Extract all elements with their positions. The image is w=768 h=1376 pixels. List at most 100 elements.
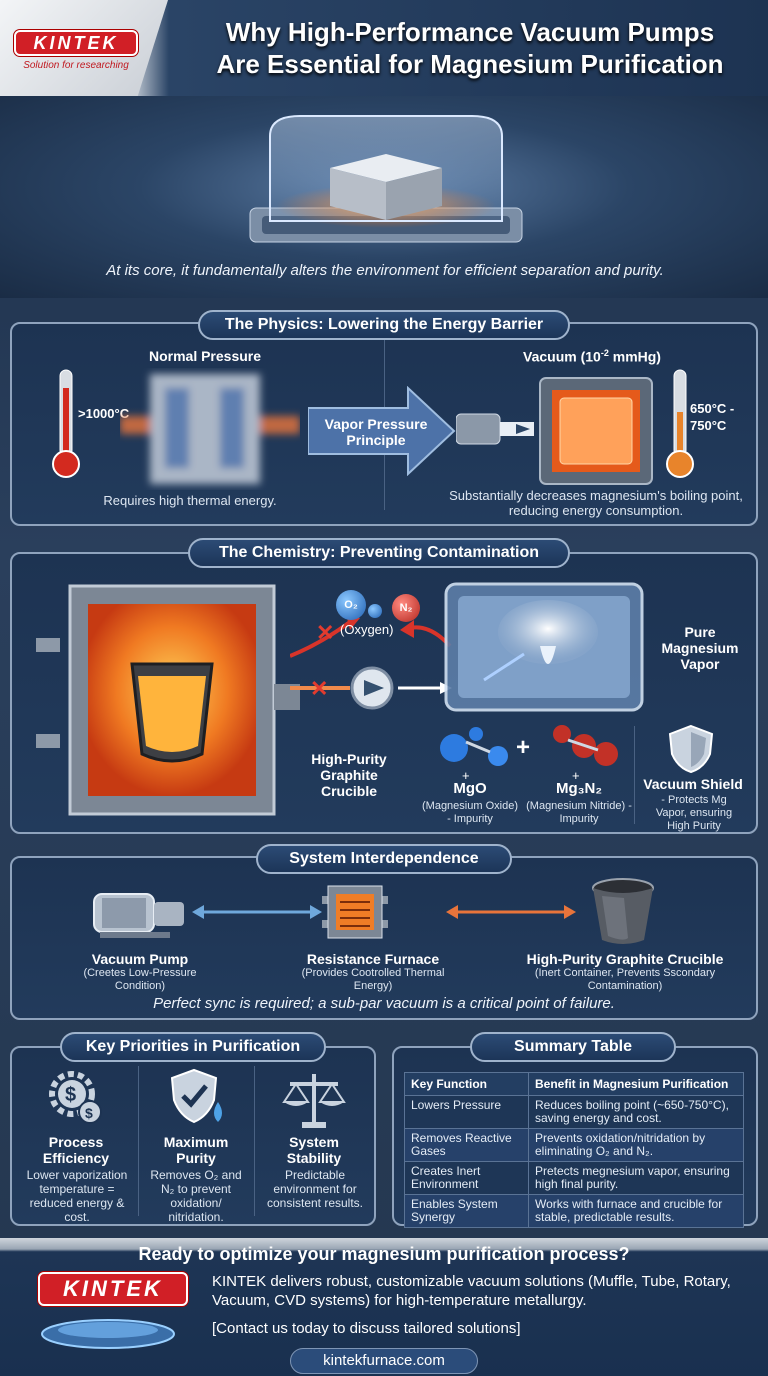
- table-cell: Removes Reactive Gases: [404, 1128, 529, 1162]
- mgo-formula: MgO: [453, 780, 487, 797]
- furnace-title: Resistance Furnace: [306, 951, 440, 967]
- system-title: System Interdependence: [256, 844, 512, 874]
- vacuum-furnace-illustration: [456, 377, 653, 485]
- page-title-line1: Why High-Performance Vacuum Pumps: [225, 17, 715, 47]
- vapor-chamber-illustration: [444, 582, 644, 712]
- mg3n2-plus: +: [572, 768, 580, 783]
- priority-desc-efficiency: Lower vaporization temperature = reduced…: [26, 1168, 128, 1224]
- chemistry-title: The Chemistry: Preventing Contamination: [188, 538, 570, 568]
- mg3n2-formula: Mg₃N₂: [555, 780, 603, 797]
- normal-temp: >1000°C: [78, 406, 130, 421]
- graphite-crucible-icon: [592, 878, 654, 944]
- table-row: Creates Inert Environment Pretects megne…: [404, 1161, 744, 1195]
- priority-desc-stability: Predictable environment for consistent r…: [266, 1168, 364, 1210]
- mgo-molecule-icon: [440, 727, 508, 766]
- normal-pressure-label: Normal Pressure: [148, 348, 262, 364]
- sync-arrow-right: [446, 905, 576, 919]
- n2-molecule-icon: N₂: [392, 594, 420, 622]
- table-row: Removes Reactive Gases Prevents oxidatio…: [404, 1128, 744, 1162]
- svg-text:$: $: [65, 1084, 76, 1106]
- priority-divider-1: [138, 1066, 139, 1216]
- website-link[interactable]: kintekfurnace.com: [290, 1348, 478, 1374]
- svg-text:$: $: [85, 1105, 93, 1121]
- logo-subtitle: Solution for researching: [23, 60, 129, 71]
- oxygen-label: (Oxygen): [340, 622, 394, 637]
- contact-link[interactable]: [Contact us today to discuss tailored so…: [212, 1320, 572, 1337]
- priority-title-purity: Maximum Purity: [163, 1134, 229, 1166]
- furnace-desc: (Provides Cootrolled Thermal Energy): [301, 967, 445, 992]
- summary-title: Summary Table: [470, 1032, 676, 1062]
- table-cell: Enables System Synergy: [404, 1194, 529, 1228]
- table-cell: Works with furnace and crucible for stab…: [528, 1194, 744, 1228]
- hero-tagline: At its core, it fundamentally alters the…: [106, 262, 664, 279]
- table-row: Enables System Synergy Works with furnac…: [404, 1194, 744, 1228]
- o2-molecule-icon: O₂: [336, 590, 366, 620]
- priority-divider-2: [254, 1066, 255, 1216]
- svg-text:✕: ✕: [310, 676, 328, 701]
- summary-table: Key Function Benefit in Magnesium Purifi…: [404, 1072, 744, 1228]
- priorities-title: Key Priorities in Purification: [60, 1032, 326, 1062]
- priority-desc-purity: Removes O₂ and N₂ to prevent oxidation/ …: [150, 1168, 242, 1224]
- svg-text:✕: ✕: [316, 620, 334, 645]
- table-header-row: Key Function Benefit in Magnesium Purifi…: [404, 1072, 744, 1096]
- table-row: Lowers Pressure Reduces boiling point (~…: [404, 1095, 744, 1129]
- resistance-furnace-icon: [322, 885, 388, 939]
- sync-arrow-left: [192, 905, 322, 919]
- shield-icon: [668, 724, 714, 774]
- mg3n2-desc: (Magnesium Nitride) - Impurity: [526, 800, 632, 825]
- mg3n2-molecule-icon: [553, 725, 618, 766]
- shield-title: Vacuum Shield: [643, 776, 743, 792]
- page-title-line2: Are Essential for Magnesium Purification: [216, 49, 724, 79]
- table-cell: Creates Inert Environment: [404, 1161, 529, 1195]
- vapor-pressure-label: Vapor Pressure Principle: [324, 416, 428, 448]
- o2-atom-icon: [368, 604, 382, 618]
- vapor-pressure-arrow-icon: [308, 386, 456, 476]
- gear-dollar-icon: $ $: [49, 1071, 102, 1124]
- hero-section: [0, 96, 768, 298]
- vacuum-unit: mmHg): [608, 348, 661, 365]
- vacuum-label: Vacuum (10-2 mmHg): [492, 348, 692, 365]
- priority-title-stability: System Stability: [286, 1134, 342, 1166]
- hot-thermometer-icon: [52, 369, 80, 478]
- plus-sign: +: [516, 734, 531, 761]
- vacuum-pump-icon: [93, 893, 184, 938]
- pump-desc: (Creetes Low-Pressure Condition): [83, 967, 197, 992]
- cta-heading: Ready to optimize your magnesium purific…: [138, 1244, 630, 1264]
- shield-divider: [634, 726, 635, 824]
- pure-vapor-label: Pure Magnesium Vapor: [661, 624, 739, 672]
- physics-title: The Physics: Lowering the Energy Barrier: [198, 310, 570, 340]
- mgo-plus: +: [462, 768, 470, 783]
- pedestal-glow: [41, 1319, 175, 1349]
- crucible-furnace-illustration: [36, 584, 300, 816]
- contact-text: Contact us today to discuss tailored sol…: [216, 1320, 517, 1337]
- cta-body: KINTEK delivers robust, customizable vac…: [212, 1273, 731, 1309]
- kintek-logo[interactable]: KINTEK: [14, 30, 138, 56]
- table-cell: Prevents oxidation/nitridation by elimin…: [528, 1128, 744, 1162]
- crucible-label: High-Purity Graphite Crucible: [311, 751, 387, 799]
- footer-kintek-logo[interactable]: KINTEK: [38, 1272, 188, 1306]
- scale-icon: [282, 1074, 346, 1128]
- page-title: Why High-Performance Vacuum Pumps Are Es…: [180, 16, 760, 80]
- blurred-furnace-illustration: [120, 374, 300, 484]
- mgo-desc: (Magnesium Oxide) - Impurity: [422, 800, 518, 825]
- contact-bracket-close: ]: [516, 1320, 521, 1337]
- priority-title-efficiency: Process Efficiency: [42, 1134, 110, 1166]
- system-note: Perfect sync is required; a sub-par vacu…: [153, 995, 615, 1012]
- shield-drop-icon: [170, 1068, 222, 1124]
- table-header: Benefit in Magnesium Purification: [528, 1072, 744, 1096]
- gas-flow-arrows: ✕ ✕: [290, 614, 452, 710]
- table-cell: Lowers Pressure: [404, 1095, 529, 1129]
- crucible-title: High-Purity Graphite Crucible: [526, 951, 724, 967]
- contact-bracket-open: [: [212, 1320, 217, 1337]
- vacuum-temp: 650°C - 750°C: [690, 401, 735, 433]
- table-cell: Reduces boiling point (~650-750°C), savi…: [528, 1095, 744, 1129]
- table-header: Key Function: [404, 1072, 529, 1096]
- table-cell: Pretects megnesium vapor, ensuring high …: [528, 1161, 744, 1195]
- pump-title: Vacuum Pump: [91, 951, 189, 967]
- vacuum-chamber-illustration: [249, 115, 523, 243]
- normal-caption: Requires high thermal energy.: [103, 493, 277, 508]
- warm-thermometer-icon: [666, 369, 694, 478]
- vacuum-caption: Substantially decreases magnesium's boil…: [449, 488, 743, 518]
- shield-desc: - Protects Mg Vapor, ensuring High Purit…: [655, 794, 733, 832]
- vacuum-label-text: Vacuum (10: [523, 348, 601, 365]
